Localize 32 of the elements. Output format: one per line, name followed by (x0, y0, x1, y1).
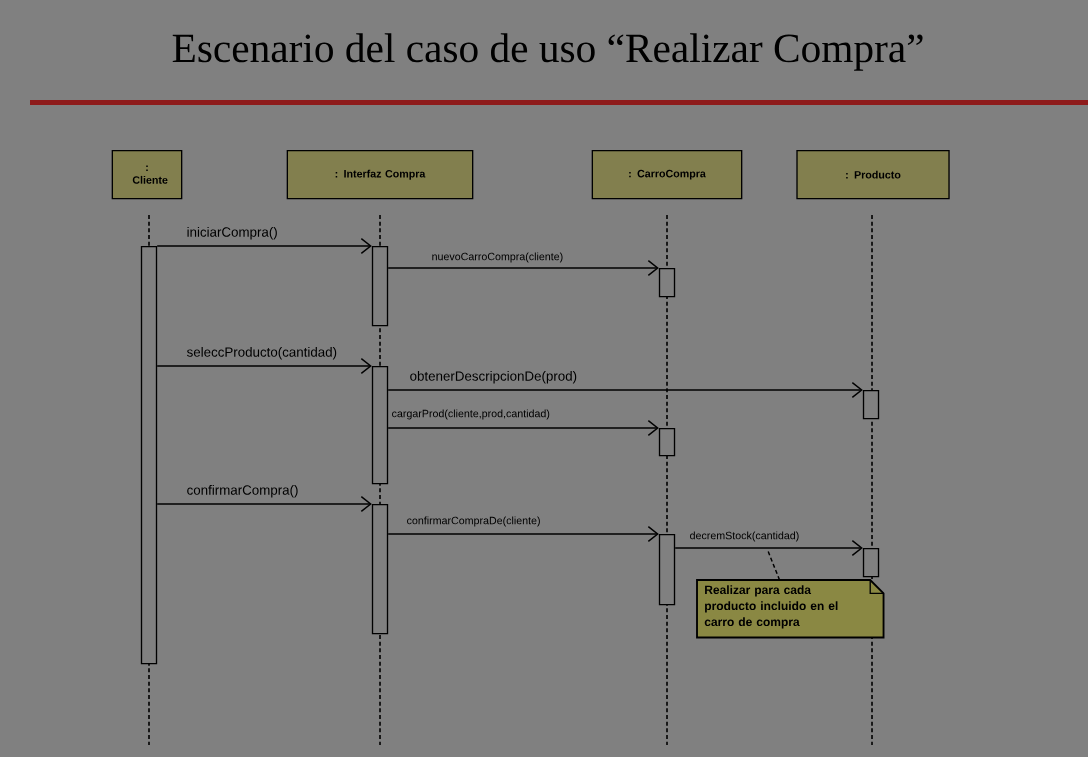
activation-bar (371, 366, 389, 485)
object-box: : Cliente (111, 150, 183, 200)
title: Escenario del caso de uso “Realizar Compra” (172, 33, 923, 71)
message-arrow (674, 539, 863, 557)
object-box: : Producto (796, 150, 950, 200)
message-label: confirmarCompraDe(cliente) (407, 516, 540, 527)
message-label: decremStock(cantidad) (690, 531, 799, 542)
activation-bar (862, 548, 880, 578)
message-arrow (387, 419, 659, 437)
activation-bar (371, 504, 389, 635)
message-label: nuevoCarroCompra(cliente) (432, 252, 563, 263)
activation-bar (658, 428, 676, 457)
message-label: iniciarCompra() (187, 227, 277, 240)
message-arrow (156, 495, 372, 513)
message-arrow (387, 381, 863, 399)
object-box: : Interfaz Compra (286, 150, 474, 200)
message-label: obtenerDescripcionDe(prod) (410, 371, 577, 384)
object-box: : CarroCompra (591, 150, 743, 200)
message-label: cargarProd(cliente,prod,cantidad) (392, 409, 550, 420)
activation-bar (658, 534, 676, 606)
message-arrow (387, 259, 659, 277)
message-arrow (156, 357, 372, 375)
message-arrow (156, 237, 372, 255)
message-label: confirmarCompra() (187, 485, 298, 498)
leader-line (767, 550, 781, 581)
message-label: seleccProducto(cantidad) (187, 347, 337, 360)
activation-bar (140, 246, 158, 665)
activation-bar (862, 390, 880, 420)
note-box: Realizar para cada producto incluido en el carro de compra (696, 579, 885, 639)
message-arrow (387, 525, 659, 543)
activation-bar (371, 246, 389, 327)
activation-bar (658, 268, 676, 298)
